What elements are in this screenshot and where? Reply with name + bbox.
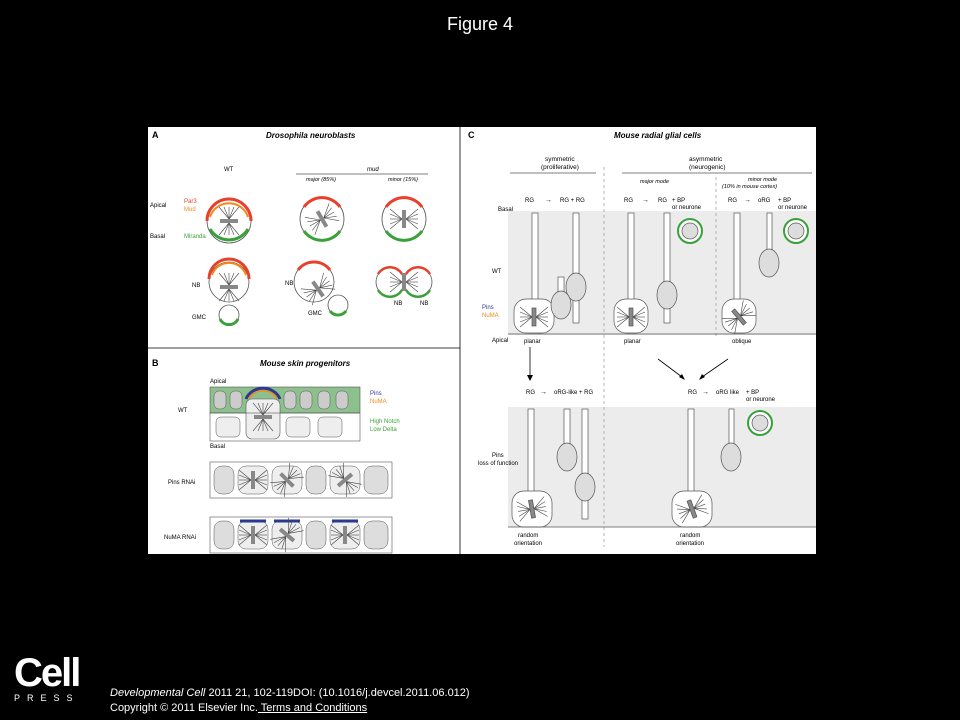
panel-a-letter: A (152, 130, 159, 140)
a-gmc-label-2: GMC (308, 311, 323, 317)
c-apical-label: Apical (492, 338, 508, 344)
c-rg-3: RG (658, 198, 667, 204)
c-orientation-1: orientation (514, 541, 542, 547)
a-major-label: major (85%) (306, 177, 336, 183)
a-major-division (293, 260, 349, 317)
citation-journal: Developmental Cell (110, 687, 206, 699)
c-loss-function-label: loss of function (478, 461, 518, 467)
c-random-1: random (518, 533, 538, 539)
c-orientation-2: orientation (676, 541, 704, 547)
b-numa-rnai-label: NuMA RNAi (164, 535, 196, 541)
terms-link[interactable]: Terms and Conditions (257, 702, 368, 714)
svg-text:→: → (702, 389, 709, 396)
logo-press: PRESS (14, 693, 80, 703)
c-bp-1: + BP (672, 198, 685, 204)
panel-a-title: Drosophila neuroblasts (266, 131, 356, 140)
c-pins-cells (511, 408, 773, 528)
a-par3-label: Par3 (184, 199, 197, 205)
a-minor-division (375, 265, 433, 299)
c-neurone-2: or neurone (778, 205, 808, 211)
svg-text:→: → (545, 197, 552, 204)
c-org-1: oRG (758, 198, 771, 204)
c-numa-label: NuMA (482, 313, 499, 319)
c-org-like: oRG like (716, 390, 740, 396)
panel-b-title: Mouse skin progenitors (260, 359, 351, 368)
figure-title: Figure 4 (446, 14, 514, 34)
c-bp-3: + BP (746, 390, 759, 396)
b-pins-label: Pins (370, 391, 382, 397)
c-rg-5: RG (526, 390, 535, 396)
figure-panel: A Drosophila neuroblasts WT mud major (8… (148, 127, 816, 554)
svg-text:→: → (744, 197, 751, 204)
c-bp-2: + BP (778, 198, 791, 204)
c-pins-loss-label: Pins (492, 453, 504, 459)
a-gmc-label-1: GMC (192, 315, 207, 321)
c-wt-label: WT (492, 269, 502, 275)
c-rg-1: RG (525, 198, 534, 204)
a-nb-label-4: NB (420, 301, 428, 307)
panel-c-title: Mouse radial glial cells (614, 131, 702, 140)
b-notch-label: High Notch (370, 419, 400, 425)
c-asymmetric-label: asymmetric (689, 156, 723, 163)
b-delta-label: Low Delta (370, 427, 397, 433)
a-minor-cell (381, 196, 427, 242)
a-basal-label: Basal (150, 234, 165, 240)
c-neurone-3: or neurone (746, 397, 776, 403)
a-nb-label-1: NB (192, 283, 200, 289)
c-proliferative-label: (proliferative) (541, 164, 579, 171)
a-miranda-label: Miranda (184, 234, 206, 240)
a-wt-division (207, 257, 251, 327)
a-nb-label-2: NB (285, 281, 293, 287)
c-oblique: oblique (732, 339, 752, 345)
logo-text: Cell (14, 651, 81, 695)
c-minor-mode-label: minor mode (748, 177, 777, 183)
figure-diagram: A Drosophila neuroblasts WT mud major (8… (148, 127, 816, 554)
c-pins-label: Pins (482, 305, 494, 311)
a-wt-cell (205, 197, 253, 244)
a-major-cell (299, 196, 345, 242)
c-org-like-rg: oRG-like + RG (554, 390, 594, 396)
svg-text:→: → (642, 197, 649, 204)
c-minor-mode-note: (10% in mouse cortex) (722, 184, 777, 190)
cell-press-logo: Cell PRESS (14, 651, 81, 705)
c-rg-4: RG (728, 198, 737, 204)
c-neurogenic-label: (neurogenic) (689, 164, 726, 171)
c-rg-2: RG (624, 198, 633, 204)
a-mud-legend: Mud (184, 207, 196, 213)
b-pins-rnai-label: Pins RNAi (168, 480, 195, 486)
b-wt-label: WT (178, 408, 188, 414)
c-wt-cells (513, 212, 809, 335)
b-basal-label: Basal (210, 444, 225, 450)
c-planar-2: planar (624, 339, 641, 345)
c-major-mode-label: major mode (640, 179, 669, 185)
c-planar-1: planar (524, 339, 541, 345)
c-symmetric-label: symmetric (545, 156, 575, 163)
b-pins-rnai-row (209, 461, 393, 499)
svg-text:→: → (540, 389, 547, 396)
c-basal-label: Basal (498, 207, 513, 213)
citation-details: 2011 21, 102-119DOI: (10.1016/j.devcel.2… (205, 687, 470, 699)
c-neurone-1: or neurone (672, 205, 702, 211)
b-numa-label: NuMA (370, 399, 387, 405)
c-rg-rg: RG + RG (560, 198, 585, 204)
a-mud-label: mud (367, 167, 379, 173)
a-apical-label: Apical (150, 203, 166, 209)
panel-b-letter: B (152, 358, 159, 368)
citation-copyright: Copyright © 2011 Elsevier Inc. (110, 702, 258, 714)
panel-c-letter: C (468, 130, 475, 140)
c-rg-6: RG (688, 390, 697, 396)
citation: Developmental Cell 2011 21, 102-119DOI: … (110, 686, 470, 716)
b-wt-skin (209, 386, 361, 442)
a-wt-label: WT (224, 167, 234, 173)
b-numa-rnai-row (209, 516, 393, 554)
a-minor-label: minor (15%) (388, 177, 418, 183)
c-random-2: random (680, 533, 700, 539)
a-nb-label-3: NB (394, 301, 402, 307)
b-apical-label: Apical (210, 379, 226, 385)
